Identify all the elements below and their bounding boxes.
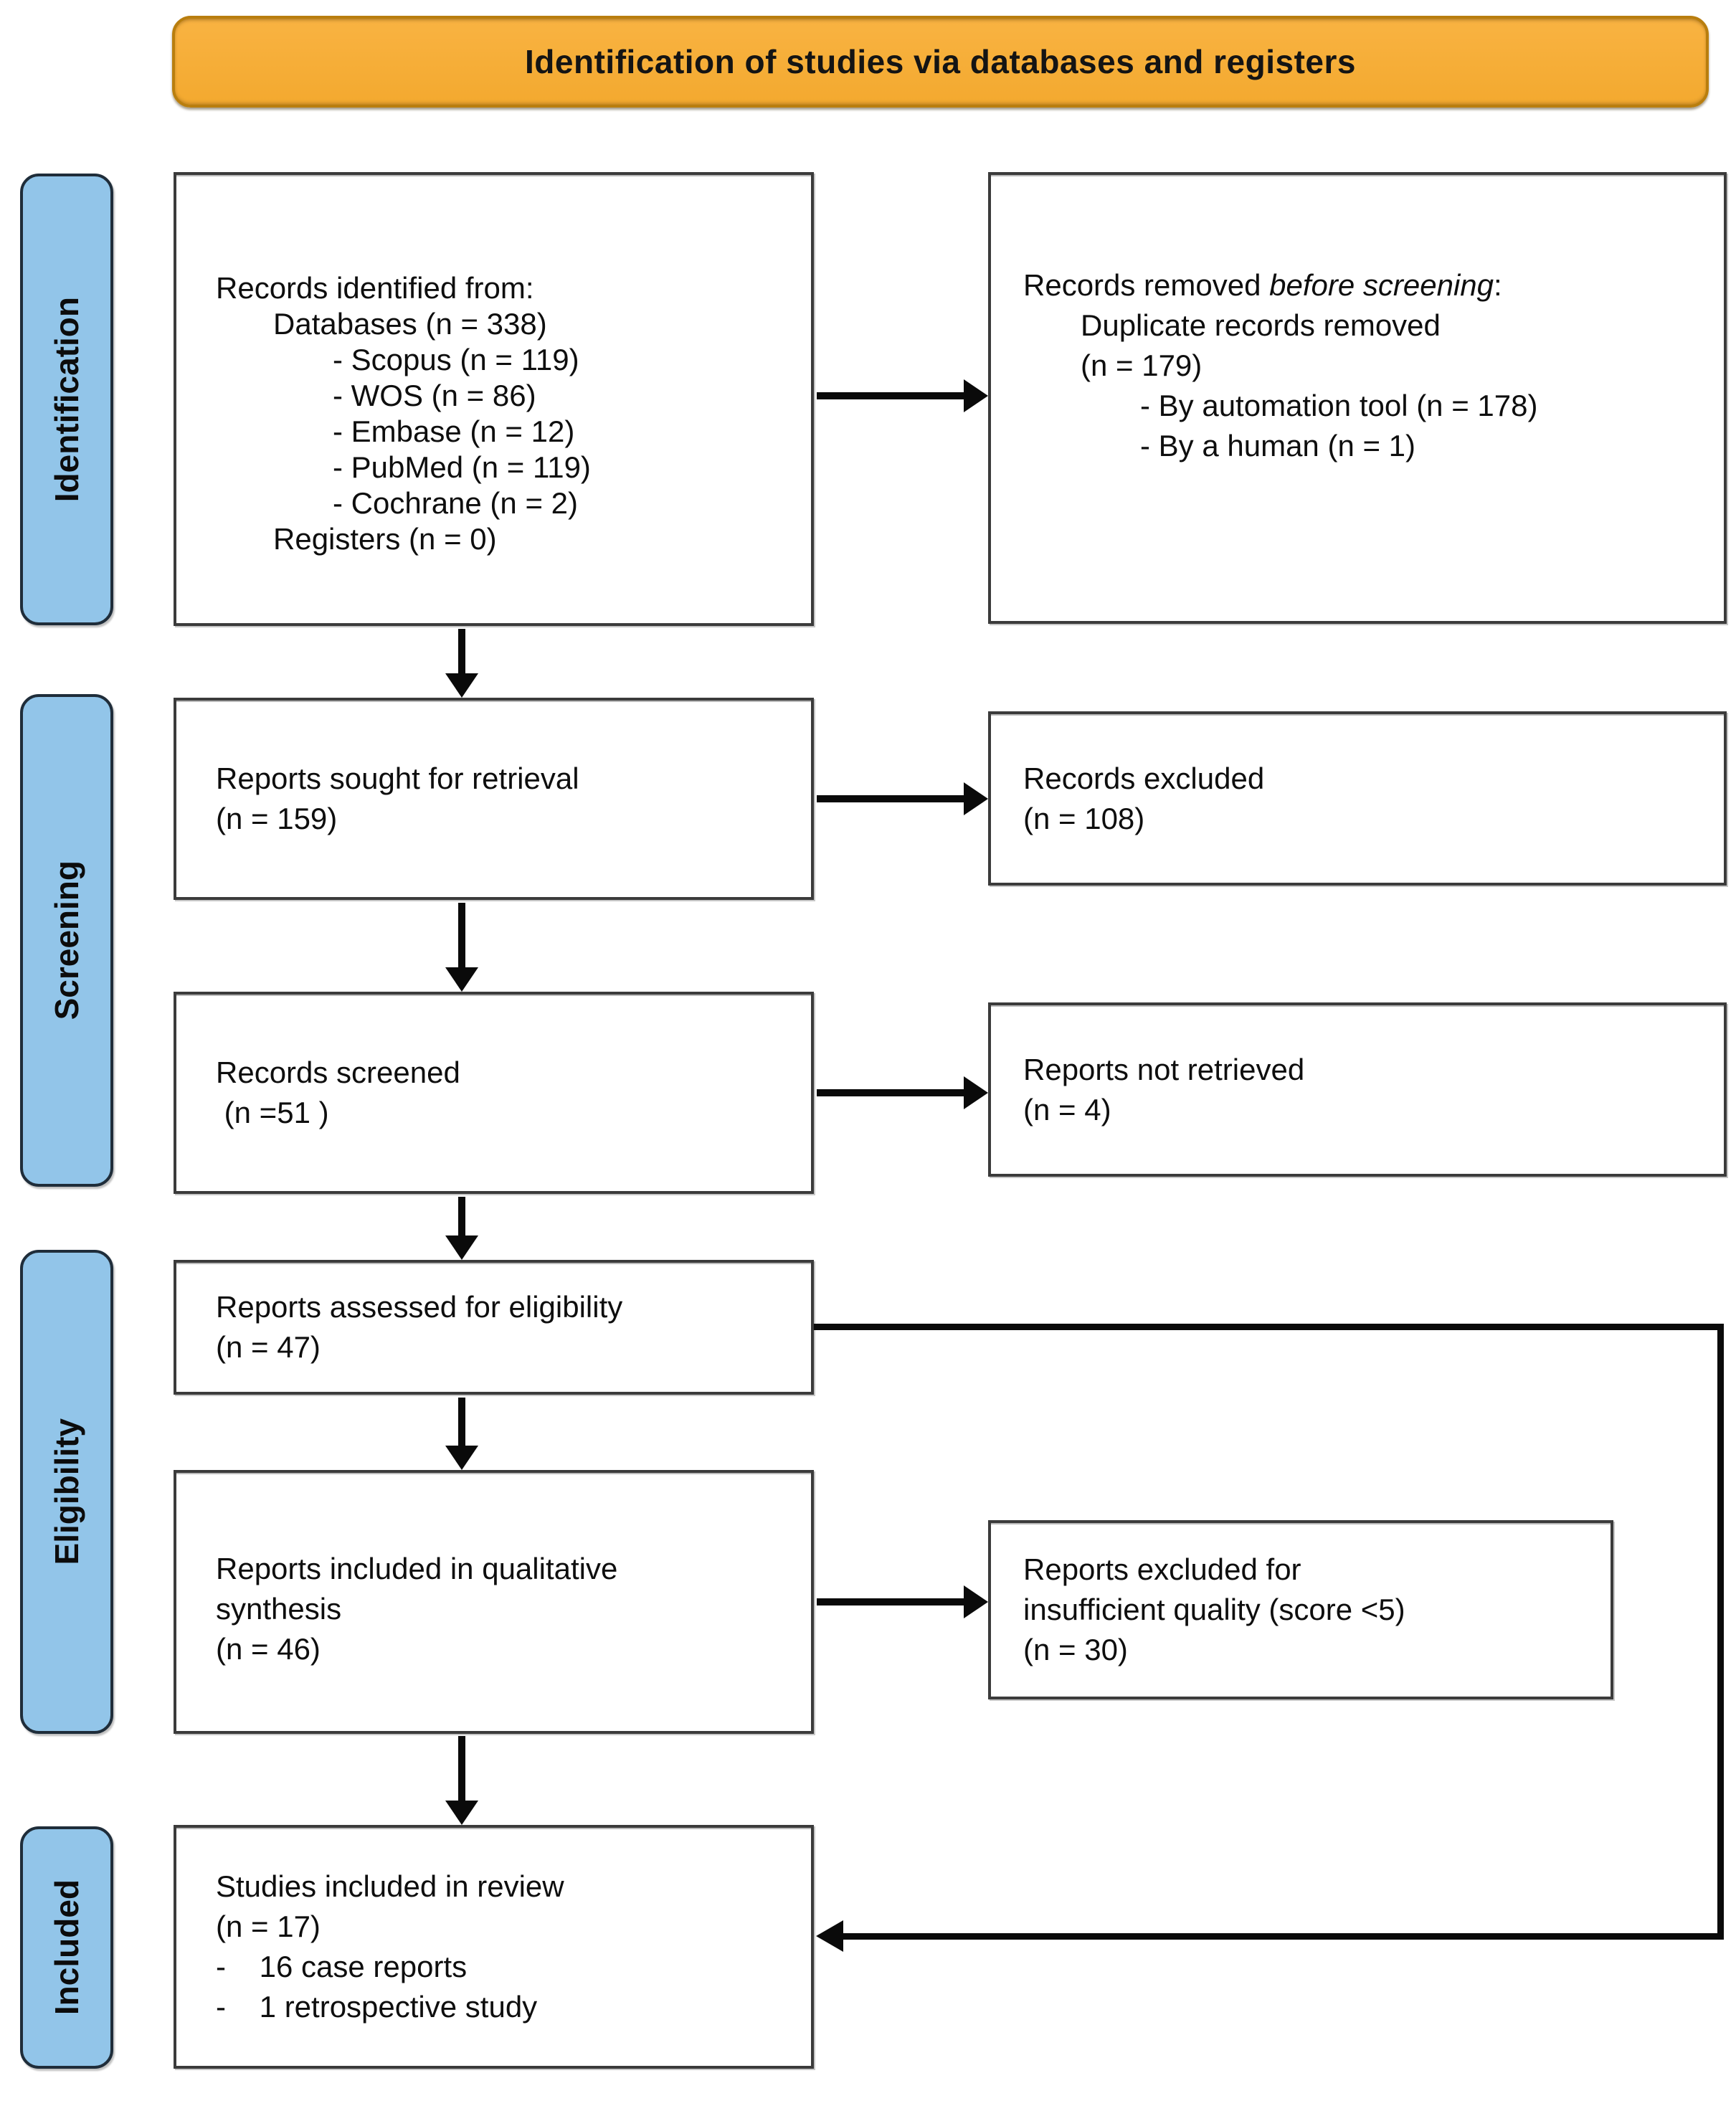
arrow-down-icon [445, 1801, 478, 1825]
title-banner-label: Identification of studies via databases … [525, 43, 1356, 80]
arrow-right-icon [964, 782, 988, 815]
arrow-qualitative-to-excluded-quality [817, 1585, 988, 1618]
text-line: Databases (n = 338) [273, 306, 547, 341]
text-line: (n = 46) [216, 1632, 321, 1666]
arrow-screened-to-not-retrieved [817, 1076, 988, 1109]
arrow-down-icon [445, 1235, 478, 1260]
text-line: Duplicate records removed [1081, 308, 1441, 342]
stage-label-screening: Screening [20, 694, 113, 1187]
text-line: Records removed before screening: [1023, 268, 1502, 302]
stage-label-eligibility: Eligibility [20, 1250, 113, 1734]
arrow-down-icon [445, 1446, 478, 1470]
stage-label-identification: Identification [20, 174, 113, 625]
arrow-identified-to-removed [817, 379, 988, 412]
stage-label-included-text: Included [48, 1879, 85, 2016]
text-line: Records excluded [1023, 761, 1265, 795]
text-line: Reports included in qualitative [216, 1552, 618, 1585]
text-line: Reports excluded for [1023, 1552, 1301, 1586]
box-records-screened: Records screened (n =51 ) [174, 992, 814, 1194]
text-line: Registers (n = 0) [273, 521, 497, 556]
box-records-excluded: Records excluded (n = 108) [988, 711, 1727, 886]
box-reports-included-qualitative: Reports included in qualitative synthesis… [174, 1470, 814, 1734]
text-line: - Cochrane (n = 2) [333, 485, 578, 520]
box-records-removed: Records removed before screening: Duplica… [988, 172, 1727, 624]
text-line: (n = 4) [1023, 1092, 1111, 1126]
arrow-right-icon [964, 1076, 988, 1109]
box-studies-included: Studies included in review (n = 17) - 16 c… [174, 1825, 814, 2069]
text-line: - By automation tool (n = 178) [1140, 389, 1538, 422]
text-line: Studies included in review [216, 1869, 564, 1903]
arrow-screened-to-assessed [445, 1197, 478, 1260]
stage-label-identification-text: Identification [48, 296, 85, 503]
arrow-right-icon [964, 1585, 988, 1618]
text-line: - 16 case reports [216, 1950, 468, 1983]
text-line: - Scopus (n = 119) [333, 342, 579, 376]
arrow-shaft [458, 1197, 465, 1238]
text-line: (n = 30) [1023, 1633, 1128, 1666]
arrow-shaft [817, 392, 967, 399]
text-line: (n = 17) [216, 1910, 321, 1943]
elbow-connector-vertical-segment [1717, 1324, 1724, 1939]
elbow-connector-top-segment [814, 1324, 1724, 1330]
stage-label-eligibility-text: Eligibility [48, 1418, 85, 1565]
text-line: - By a human (n = 1) [1140, 429, 1416, 463]
text-line: - PubMed (n = 119) [333, 450, 591, 484]
elbow-connector-bottom-segment [843, 1933, 1724, 1940]
text-line: Reports assessed for eligibility [216, 1290, 623, 1324]
text-line: Records identified from: [216, 270, 534, 305]
arrow-shaft [817, 795, 967, 802]
box-reports-not-retrieved: Reports not retrieved (n = 4) [988, 1002, 1727, 1177]
text-line: - WOS (n = 86) [333, 378, 536, 412]
arrow-left-icon [816, 1920, 843, 1952]
arrow-shaft [817, 1089, 967, 1096]
text-line: (n = 47) [216, 1330, 321, 1364]
stage-label-screening-text: Screening [48, 860, 85, 1020]
text-line: (n = 159) [216, 802, 338, 835]
box-records-identified: Records identified from:Databases (n = 3… [174, 172, 814, 626]
arrow-shaft [817, 1598, 967, 1605]
text-line: Records screened [216, 1056, 460, 1089]
arrow-sought-to-excluded [817, 782, 988, 815]
box-reports-excluded-quality: Reports excluded for insufficient quality… [988, 1520, 1613, 1699]
arrow-sought-to-screened [445, 903, 478, 992]
arrow-identified-to-sought [445, 629, 478, 698]
stage-label-included: Included [20, 1826, 113, 2069]
arrow-shaft [458, 903, 465, 970]
box-reports-sought: Reports sought for retrieval (n = 159) [174, 698, 814, 900]
arrow-shaft [458, 1736, 465, 1803]
text-line: Reports not retrieved [1023, 1052, 1305, 1086]
box-reports-assessed: Reports assessed for eligibility (n = 47) [174, 1260, 814, 1395]
text-line: (n =51 ) [216, 1096, 329, 1129]
text-line: - Embase (n = 12) [333, 414, 575, 448]
title-banner: Identification of studies via databases … [172, 16, 1709, 108]
text-line: - 1 retrospective study [216, 1990, 538, 2024]
text-line: (n = 108) [1023, 801, 1145, 835]
arrow-shaft [458, 1398, 465, 1448]
text-line: insufficient quality (score <5) [1023, 1593, 1405, 1626]
arrow-qualitative-to-included [445, 1736, 478, 1825]
text-line: synthesis [216, 1592, 342, 1626]
arrow-down-icon [445, 673, 478, 698]
arrow-shaft [458, 629, 465, 676]
arrow-right-icon [964, 379, 988, 412]
arrow-assessed-to-qualitative [445, 1398, 478, 1470]
text-line: (n = 179) [1081, 348, 1203, 382]
arrow-down-icon [445, 967, 478, 992]
text-line: Reports sought for retrieval [216, 762, 579, 795]
